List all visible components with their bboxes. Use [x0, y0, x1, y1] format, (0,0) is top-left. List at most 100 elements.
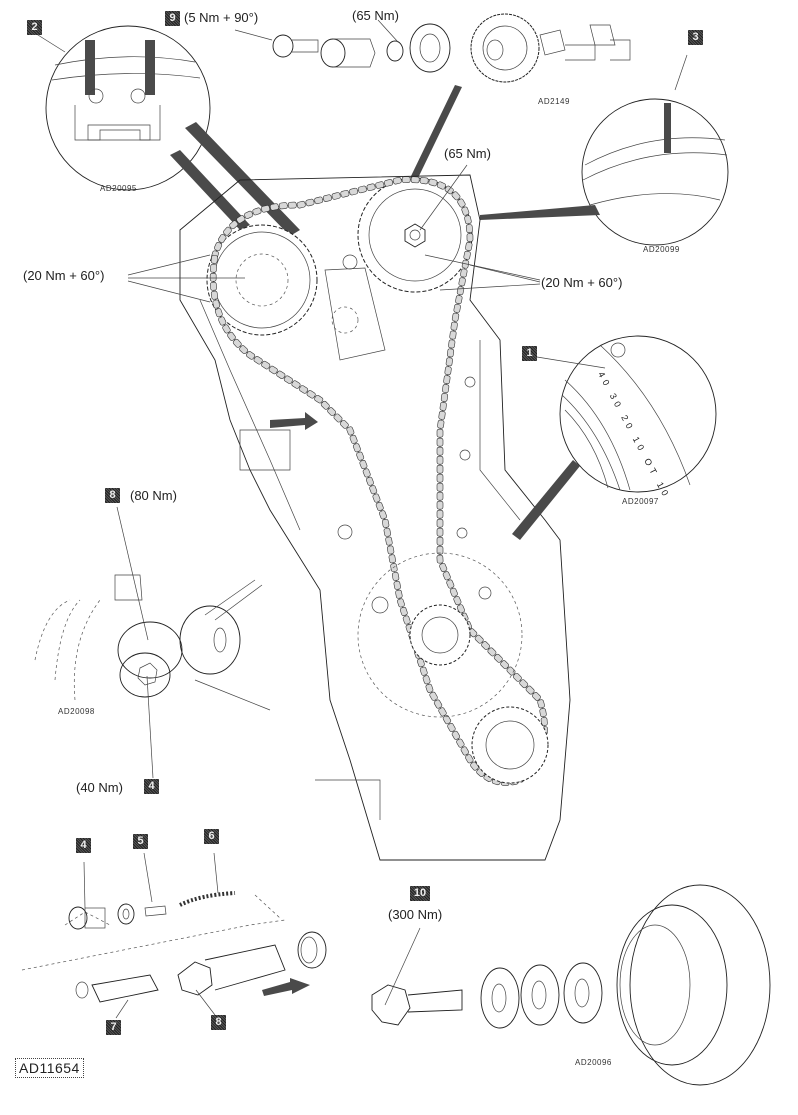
chain-link — [269, 203, 279, 211]
chain-link — [445, 357, 453, 367]
chain-link — [493, 653, 503, 663]
chain-link — [306, 390, 316, 399]
chain-link — [448, 339, 456, 349]
chain-link — [449, 330, 457, 340]
chain-link — [532, 692, 541, 701]
torque-label-left-sprocket: (20 Nm + 60°) — [23, 268, 105, 283]
chain-link — [261, 205, 271, 213]
torque-label-10: (300 Nm) — [388, 907, 443, 922]
chain-link — [210, 254, 218, 264]
chain-link — [436, 500, 444, 510]
chain-link — [381, 518, 390, 528]
engine-block — [179, 174, 571, 861]
chain-link — [362, 468, 371, 478]
torque-label-4: (40 Nm) — [76, 780, 123, 795]
chain-link — [229, 220, 239, 230]
chain-link — [218, 316, 227, 326]
chain-link — [506, 666, 516, 676]
chain-link — [500, 660, 510, 670]
chain-link — [460, 746, 469, 756]
chain-link — [463, 250, 471, 260]
chain-link — [436, 464, 444, 474]
chain-link — [470, 761, 479, 771]
pointer-beam — [480, 205, 600, 220]
chain-link — [461, 206, 470, 216]
chain-link — [466, 233, 474, 242]
chain-link — [401, 176, 411, 184]
chain-link — [369, 485, 378, 495]
chain-link — [464, 215, 472, 225]
detail-code-camshaft: AD2149 — [538, 97, 570, 106]
detail-code-pulley: AD20096 — [575, 1058, 612, 1067]
chain-link — [210, 263, 217, 273]
chain-link — [436, 455, 444, 465]
chain-link — [443, 375, 451, 385]
detail-code-2: AD20095 — [100, 184, 137, 193]
chain-link — [436, 536, 444, 546]
chain-link — [436, 446, 444, 456]
chain-link — [451, 191, 461, 201]
chain-link — [460, 268, 468, 278]
chain-link — [253, 356, 263, 365]
callout-badge-5: 5 — [133, 834, 148, 849]
chain-link — [397, 598, 405, 608]
chain-link — [314, 394, 324, 404]
chain-link — [359, 459, 368, 470]
chain-link — [388, 554, 396, 564]
chain-link — [375, 181, 385, 189]
chain-link — [236, 215, 246, 224]
chain-link — [419, 177, 429, 185]
chain-link — [450, 321, 458, 331]
chain-link — [283, 375, 293, 384]
chain-link — [457, 198, 466, 208]
detail-code-tensioner: AD20098 — [58, 707, 95, 716]
chain-link — [447, 722, 456, 733]
chain-link — [422, 675, 431, 685]
callout-badge-1: 1 — [522, 346, 537, 361]
chain-link — [468, 628, 478, 638]
callout-badge-4-exploded: 4 — [76, 838, 91, 853]
chain-link — [537, 699, 545, 709]
chain-link — [417, 658, 425, 668]
chain-link — [218, 234, 227, 244]
callout-badge-8-exploded: 8 — [211, 1015, 226, 1030]
chain-link — [372, 493, 381, 503]
chain-link — [453, 596, 462, 606]
callout-badge-10: 10 — [410, 886, 430, 901]
chain-link — [385, 536, 393, 546]
chain-link — [436, 428, 444, 438]
pointer-beam — [398, 85, 462, 205]
callout-badge-2: 2 — [27, 20, 42, 35]
chain-link — [525, 685, 535, 695]
chain-link — [232, 338, 242, 348]
chain-link — [410, 176, 420, 184]
chain-link — [305, 198, 315, 207]
chain-link — [440, 393, 448, 402]
chain-link — [436, 181, 446, 190]
chain-link — [540, 717, 548, 726]
torque-label-8: (80 Nm) — [130, 488, 177, 503]
callout-badge-9: 9 — [165, 11, 180, 26]
chain-link — [429, 691, 438, 701]
chain-link — [287, 201, 297, 209]
camshaft-exploded — [234, 13, 631, 83]
chain-link — [227, 331, 236, 341]
callout-badge-8: 8 — [105, 488, 120, 503]
callout-badge-4: 4 — [144, 779, 159, 794]
chain-link — [539, 708, 547, 718]
chain-link — [278, 202, 288, 210]
chain-link — [384, 179, 394, 187]
chain-link — [357, 185, 367, 194]
chain-link — [436, 554, 444, 564]
chain-link — [390, 563, 398, 573]
crankshaft-sprocket — [471, 706, 549, 784]
leader-lines — [127, 164, 541, 303]
chain-link — [436, 437, 444, 447]
figure-reference: AD11654 — [15, 1058, 84, 1078]
chain-link — [276, 370, 286, 380]
chain-link — [375, 501, 384, 511]
detail-circle-3 — [581, 54, 729, 246]
chain-link — [223, 226, 232, 236]
detail-circle-1 — [536, 335, 717, 493]
chain-link — [252, 207, 262, 216]
